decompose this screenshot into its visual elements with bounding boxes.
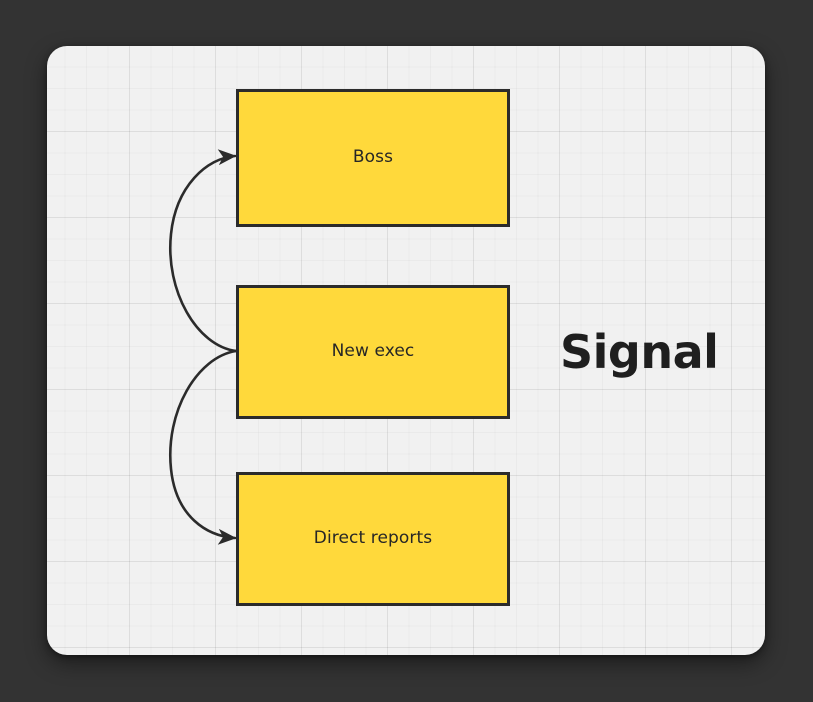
edge-new-exec-to-direct-reports bbox=[168, 349, 238, 545]
node-new-exec-label: New exec bbox=[331, 340, 415, 361]
diagram-canvas[interactable]: Boss New exec Direct reports Signal bbox=[47, 46, 765, 655]
node-direct-reports[interactable]: Direct reports bbox=[236, 472, 510, 606]
node-boss-label: Boss bbox=[352, 146, 394, 167]
node-boss[interactable]: Boss bbox=[236, 89, 510, 227]
signal-heading: Signal bbox=[560, 325, 719, 379]
edge-new-exec-to-boss bbox=[168, 149, 238, 353]
node-new-exec[interactable]: New exec bbox=[236, 285, 510, 419]
node-direct-reports-label: Direct reports bbox=[313, 527, 433, 548]
